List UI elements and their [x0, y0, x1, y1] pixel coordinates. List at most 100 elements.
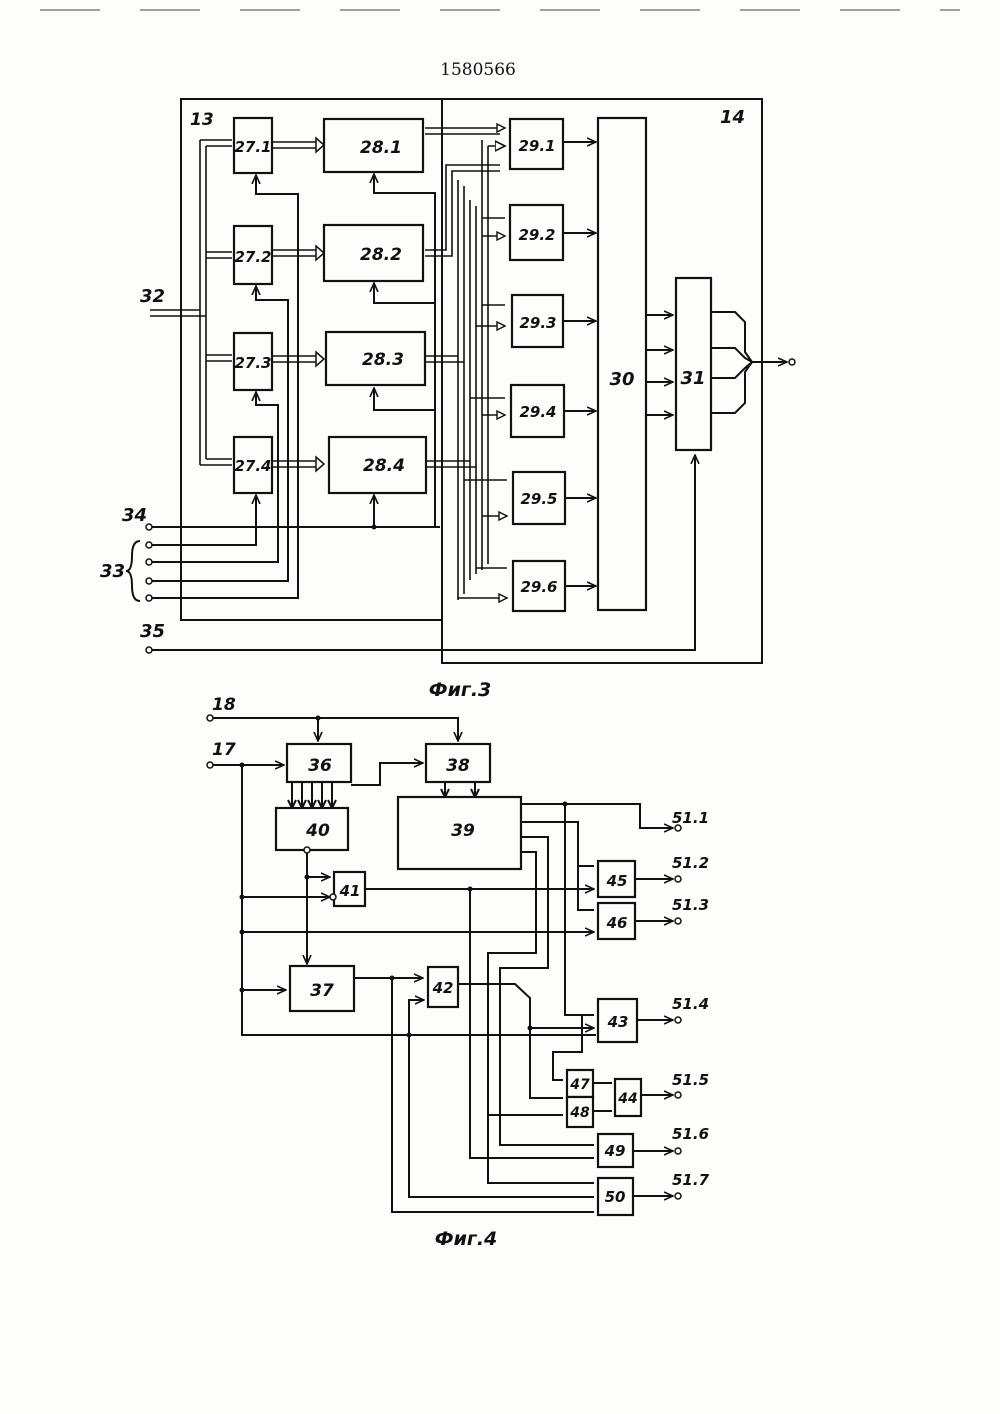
bus-28-4-out	[426, 461, 476, 467]
junction-37	[390, 976, 395, 981]
ctrl-33-to-27-4	[150, 495, 256, 545]
arrow-into-28-4	[316, 457, 324, 471]
output-51-1-label: 51.1	[672, 809, 709, 827]
block-28-2-label: 28.2	[360, 245, 402, 265]
block-37-label: 37	[310, 981, 334, 1001]
block-43-label: 43	[607, 1013, 629, 1031]
input-32-label: 32	[140, 286, 165, 307]
input-33-terminal-2	[146, 559, 152, 565]
bus-to-27-4	[200, 459, 232, 465]
junction-42	[528, 1026, 533, 1031]
arrow-into-28-2	[316, 246, 324, 260]
bus-27-3-to-28-3	[272, 356, 316, 362]
inverse-input-41	[330, 894, 336, 900]
block-47-label: 47	[569, 1077, 590, 1093]
output-31-merge	[711, 312, 752, 413]
junction-40	[305, 875, 310, 880]
arrow-into-29-5	[499, 512, 507, 520]
block-29-1-label: 29.1	[518, 137, 555, 155]
bus-bundle-vertical	[458, 140, 488, 600]
bus-38-to-39	[445, 782, 475, 795]
block-30	[598, 118, 646, 610]
output-51-5-terminal	[675, 1092, 681, 1098]
line-39-out-1	[521, 804, 668, 828]
junction-39-a	[563, 802, 568, 807]
block-29-6-label: 29.6	[520, 578, 557, 596]
output-51-6-label: 51.6	[672, 1125, 709, 1143]
bus-27-1-to-28-1	[272, 142, 316, 148]
junction-41	[468, 887, 473, 892]
bus-36-to-40	[292, 782, 332, 806]
block-50-label: 50	[605, 1188, 626, 1206]
block-40-label: 40	[305, 821, 330, 841]
input-34-label: 34	[122, 505, 147, 526]
document-number: 1580566	[440, 60, 516, 80]
output-31-terminal	[789, 359, 795, 365]
arrow-into-28-3	[316, 352, 324, 366]
input-17-terminal	[207, 762, 213, 768]
output-51-3-terminal	[675, 918, 681, 924]
block-42-label: 42	[432, 979, 454, 997]
input-18-terminal	[207, 715, 213, 721]
input-35-label: 35	[140, 621, 165, 642]
bus-28-1-out	[425, 128, 500, 134]
block-28-4-label: 28.4	[363, 456, 405, 476]
junction-17	[240, 763, 245, 768]
block-46-label: 46	[606, 914, 628, 932]
input-33-terminal-1	[146, 542, 152, 548]
block-27-3-label: 27.3	[234, 354, 271, 372]
ctrl-33-to-27-2	[150, 286, 288, 581]
output-51-5-label: 51.5	[672, 1071, 709, 1089]
line-36-to-38	[351, 763, 423, 785]
output-51-2-terminal	[675, 876, 681, 882]
line-37-to-50	[392, 978, 594, 1212]
arrow-into-28-1	[316, 138, 324, 152]
bus-to-27-3	[206, 355, 232, 361]
arrow-into-29-3	[497, 322, 505, 330]
input-18-to-38	[213, 718, 458, 741]
block-27-2-label: 27.2	[234, 248, 271, 266]
block-27-1-label: 27.1	[234, 138, 271, 156]
tap-to-29-6	[458, 568, 507, 598]
arrow-into-29-6	[499, 594, 507, 602]
output-51-6-terminal	[675, 1148, 681, 1154]
lines-47-48-to-44	[593, 1083, 612, 1111]
unit-14-label: 14	[720, 107, 745, 128]
line-42-to-48	[458, 984, 563, 1098]
figure-3-caption: Фиг.3	[429, 679, 492, 701]
junction-17-41	[240, 895, 245, 900]
input-33-label: 33	[100, 561, 125, 582]
junction-18	[316, 716, 321, 721]
block-48-label: 48	[569, 1105, 590, 1121]
junction-34	[372, 525, 377, 530]
block-36-label: 36	[308, 756, 332, 776]
input-17-label: 17	[212, 740, 236, 760]
block-31-label: 31	[680, 368, 705, 389]
block-30-label: 30	[609, 369, 634, 390]
tap-to-29-2	[482, 218, 505, 236]
input-33-terminal-3	[146, 578, 152, 584]
tap-to-29-3	[476, 305, 505, 326]
ctrl-33-to-27-1	[150, 175, 298, 598]
figure-4-caption: Фиг.4	[435, 1228, 498, 1250]
block-29-2-label: 29.2	[518, 226, 555, 244]
brace-33	[126, 541, 140, 601]
output-51-2-label: 51.2	[672, 854, 709, 872]
arrow-into-29-2	[497, 232, 505, 240]
junction-17-46	[240, 930, 245, 935]
unit-13-label: 13	[190, 110, 214, 130]
block-31	[676, 278, 711, 450]
block-29-5-label: 29.5	[520, 490, 557, 508]
block-38-label: 38	[446, 756, 470, 776]
input-18-label: 18	[212, 695, 236, 715]
block-44-label: 44	[617, 1091, 637, 1107]
bus-to-27-2	[206, 252, 232, 258]
arrow-into-29-1	[497, 124, 505, 132]
line-39-to-45	[521, 822, 594, 866]
block-39-label: 39	[451, 821, 475, 841]
output-51-4-terminal	[675, 1017, 681, 1023]
output-51-3-label: 51.3	[672, 896, 709, 914]
output-51-7-terminal	[675, 1193, 681, 1199]
arrow-into-29-4	[497, 411, 505, 419]
